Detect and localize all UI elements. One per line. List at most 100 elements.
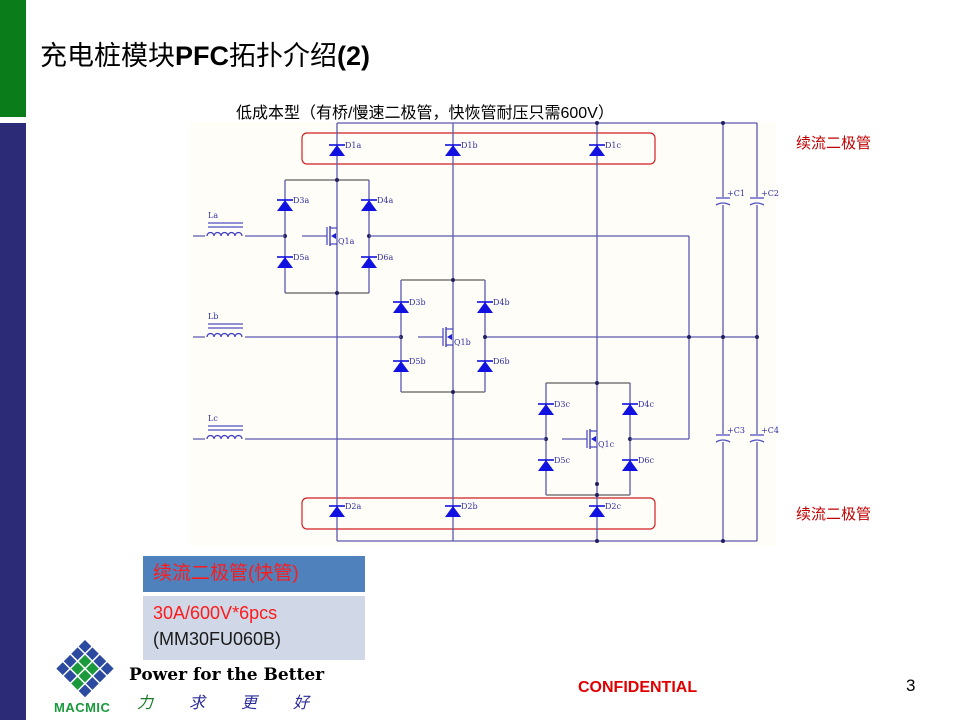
diode-triangle bbox=[538, 404, 554, 415]
mosfet-label: Q1c bbox=[598, 440, 615, 449]
inductor-label: Lb bbox=[208, 312, 218, 321]
capacitor-plate bbox=[749, 439, 765, 443]
junction-dot bbox=[595, 482, 599, 486]
diode-d1a: D1a bbox=[329, 141, 362, 156]
capacitor-plate bbox=[715, 202, 731, 206]
diode-label: D4a bbox=[377, 196, 394, 205]
diode-d1b: D1b bbox=[445, 141, 478, 156]
freewheel-highlight-box-top bbox=[301, 132, 656, 165]
diode-label: D1c bbox=[605, 141, 622, 150]
macmic-logo-icon bbox=[56, 640, 114, 698]
inductor-label: La bbox=[208, 211, 218, 220]
diode-label: D2b bbox=[461, 502, 478, 511]
confidential-label: CONFIDENTIAL bbox=[578, 679, 698, 696]
slogan-char: 更 bbox=[241, 695, 258, 712]
inductor-gap bbox=[205, 434, 245, 440]
diode-label: D6c bbox=[638, 456, 655, 465]
capacitor-label: +C4 bbox=[761, 426, 779, 435]
mosfet-arrow bbox=[591, 436, 596, 442]
diode-d5b: D5b bbox=[393, 357, 426, 372]
diode-triangle bbox=[477, 302, 493, 313]
capacitor-label: +C3 bbox=[727, 426, 745, 435]
diode-label: D3a bbox=[293, 196, 310, 205]
accent-bar-green bbox=[0, 0, 26, 117]
diode-label: D5a bbox=[293, 253, 310, 262]
inductor-coil bbox=[206, 332, 243, 338]
diode-d3a: D3a bbox=[277, 196, 310, 211]
diode-d2b: D2b bbox=[445, 502, 478, 517]
title-part: (2) bbox=[337, 41, 370, 71]
mosfet-label: Q1b bbox=[454, 338, 471, 347]
capacitor-plate bbox=[749, 202, 765, 206]
diode-triangle bbox=[589, 145, 605, 156]
diode-d1c: D1c bbox=[589, 141, 622, 156]
inductor-gap bbox=[205, 332, 245, 338]
junction-dot bbox=[335, 178, 339, 182]
capacitor-gap bbox=[749, 197, 765, 205]
inductor-lb: Lb bbox=[205, 312, 245, 338]
mosfet-label: Q1a bbox=[338, 237, 355, 246]
diode-label: D2a bbox=[345, 502, 362, 511]
freewheel-highlight-box-bottom bbox=[301, 497, 656, 530]
slogan-char: 求 bbox=[189, 695, 206, 712]
capacitor-c3: +C3 bbox=[715, 426, 745, 443]
table-body: 30A/600V*6pcs (MM30FU060B) bbox=[143, 596, 365, 660]
diode-triangle bbox=[329, 506, 345, 517]
slogan-char: 好 bbox=[293, 695, 310, 712]
slogan-char: 力 bbox=[137, 695, 154, 712]
mosfet-arrow bbox=[447, 334, 452, 340]
junction-dot bbox=[687, 335, 691, 339]
capacitor-gap bbox=[715, 197, 731, 205]
title-part: PFC bbox=[175, 41, 229, 71]
diode-triangle bbox=[477, 361, 493, 372]
diode-d5c: D5c bbox=[538, 456, 571, 471]
diode-label: D4c bbox=[638, 400, 655, 409]
slogan-cn: 力求更好 bbox=[137, 689, 345, 713]
capacitor-label: +C2 bbox=[761, 189, 779, 198]
diode-d6a: D6a bbox=[361, 253, 394, 268]
inductor-coil bbox=[206, 434, 243, 440]
diode-triangle bbox=[361, 257, 377, 268]
junction-dot bbox=[483, 335, 487, 339]
diode-part-number: (MM30FU060B) bbox=[153, 629, 282, 649]
diode-triangle bbox=[622, 404, 638, 415]
freewheel-diode-label-top: 续流二极管 bbox=[796, 135, 872, 152]
diode-label: D3c bbox=[554, 400, 571, 409]
freewheel-diode-label-bottom: 续流二极管 bbox=[796, 506, 872, 523]
inductor-label: Lc bbox=[208, 414, 218, 423]
diode-d4b: D4b bbox=[477, 298, 510, 313]
diode-d2a: D2a bbox=[329, 502, 362, 517]
junction-dot bbox=[595, 121, 599, 125]
junction-dot bbox=[451, 278, 455, 282]
mosfet-arrow bbox=[331, 233, 336, 239]
capacitor-gap bbox=[749, 434, 765, 442]
slogan: Power for the Better bbox=[129, 665, 325, 685]
junction-dot bbox=[595, 539, 599, 543]
diode-triangle bbox=[393, 361, 409, 372]
diode-label: D5c bbox=[554, 456, 571, 465]
junction-dot bbox=[595, 493, 599, 497]
diode-triangle bbox=[445, 506, 461, 517]
diode-triangle bbox=[277, 257, 293, 268]
junction-dot bbox=[721, 121, 725, 125]
diode-label: D1a bbox=[345, 141, 362, 150]
diode-label: D2c bbox=[605, 502, 622, 511]
diode-triangle bbox=[277, 200, 293, 211]
junction-dot bbox=[451, 390, 455, 394]
inductor-lc: Lc bbox=[205, 414, 245, 440]
diode-d3b: D3b bbox=[393, 298, 426, 313]
page-title: 充电桩模块PFC拓扑介绍(2) bbox=[40, 34, 370, 73]
diode-d3c: D3c bbox=[538, 400, 571, 415]
mosfet-q1a: Q1a bbox=[326, 226, 355, 246]
capacitor-c4: +C4 bbox=[749, 426, 779, 443]
capacitor-c1: +C1 bbox=[715, 189, 745, 206]
capacitor-plate bbox=[715, 439, 731, 443]
diode-triangle bbox=[589, 506, 605, 517]
mosfet-q1c: Q1c bbox=[586, 429, 615, 449]
title-part: 拓扑介绍 bbox=[229, 41, 337, 71]
capacitor-label: +C1 bbox=[727, 189, 745, 198]
diode-d4a: D4a bbox=[361, 196, 394, 211]
junction-dot bbox=[755, 335, 759, 339]
diode-triangle bbox=[361, 200, 377, 211]
